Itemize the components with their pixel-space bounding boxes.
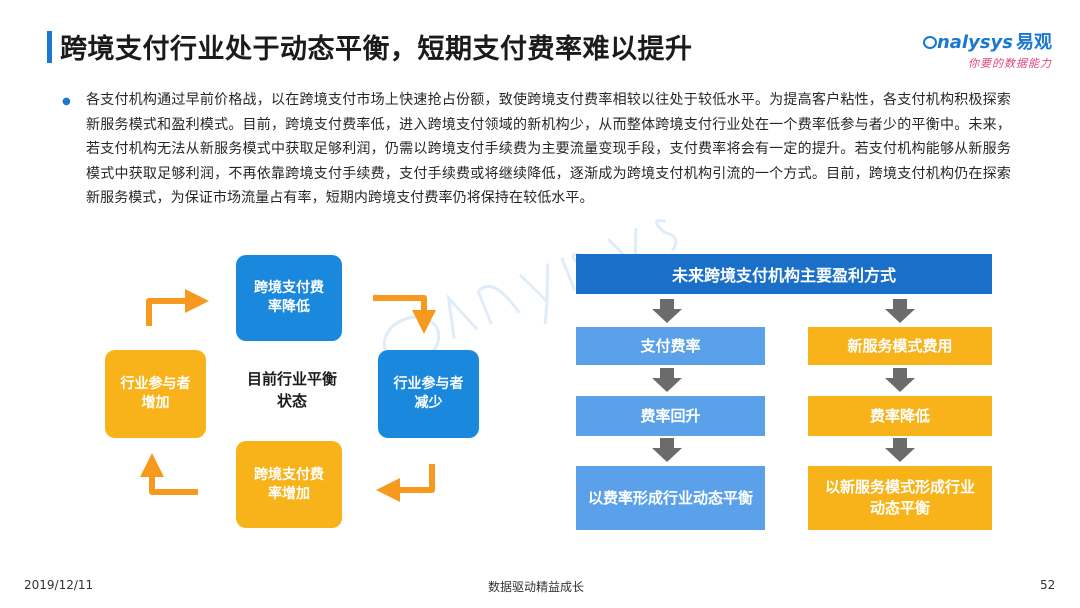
cycle-right-label: 行业参与者减少 (393, 376, 464, 411)
cycle-left-label: 行业参与者增加 (120, 376, 191, 411)
cycle-center-label: 目前行业平衡状态 (246, 370, 337, 410)
footer-date: 2019/12/11 (24, 578, 94, 592)
flow-right-step-1-label: 新服务模式费用 (847, 336, 953, 355)
flow-left-step-1-label: 支付费率 (640, 336, 701, 355)
title-accent-bar (47, 31, 52, 63)
arrow-down-icon (885, 299, 915, 323)
arrow-down-icon (885, 368, 915, 392)
cycle-box-right: 行业参与者减少 (378, 350, 479, 438)
flow-left-step-2: 费率回升 (576, 396, 765, 436)
bullet-icon: ● (62, 96, 71, 107)
summary-paragraph: 各支付机构通过早前价格战，以在跨境支付市场上快速抢占份额，致使跨境支付费率相较以… (86, 92, 1011, 206)
logo-slogan: 你要的数据能力 (968, 57, 1052, 70)
arrow-bottom-right (376, 464, 435, 502)
arrow-down-icon (652, 368, 682, 392)
page-number: 52 (1040, 578, 1056, 592)
arrow-down-icon (652, 438, 682, 462)
arrow-bottom-left (140, 453, 198, 495)
logo-cn-text: 易观 (1016, 32, 1052, 53)
logo-brand-text: nalysys (936, 32, 1013, 53)
arrow-top-left (146, 289, 209, 326)
cycle-bottom-label: 跨境支付费率增加 (254, 466, 324, 502)
logo-a-icon (922, 36, 937, 49)
arrow-down-icon (652, 299, 682, 323)
arrow-down-icon (885, 438, 915, 462)
flow-right-step-2: 费率降低 (808, 396, 992, 436)
flow-left-step-3-label: 以费率形成行业动态平衡 (587, 488, 753, 507)
flow-right-step-3: 以新服务模式形成行业动态平衡 (808, 466, 992, 530)
cycle-box-bottom: 跨境支付费率增加 (236, 441, 342, 528)
page-title: 跨境支付行业处于动态平衡，短期支付费率难以提升 (60, 34, 693, 65)
flow-right-step-3-label: 以新服务模式形成行业动态平衡 (824, 478, 975, 517)
flow-right-step-2-label: 费率降低 (869, 406, 930, 425)
flow-left-step-2-label: 费率回升 (640, 406, 701, 425)
cycle-box-left: 行业参与者增加 (105, 350, 206, 438)
flow-right-step-1: 新服务模式费用 (808, 327, 992, 365)
cycle-box-top: 跨境支付费率降低 (236, 255, 342, 341)
cycle-top-label: 跨境支付费率降低 (254, 280, 324, 315)
footer-slogan: 数据驱动精益成长 (488, 580, 585, 594)
arrow-top-right (373, 295, 436, 334)
flow-header-label: 未来跨境支付机构主要盈利方式 (671, 266, 896, 285)
flow-header: 未来跨境支付机构主要盈利方式 (576, 254, 992, 294)
flow-left-step-3: 以费率形成行业动态平衡 (576, 466, 765, 530)
flow-left-step-1: 支付费率 (576, 327, 765, 365)
